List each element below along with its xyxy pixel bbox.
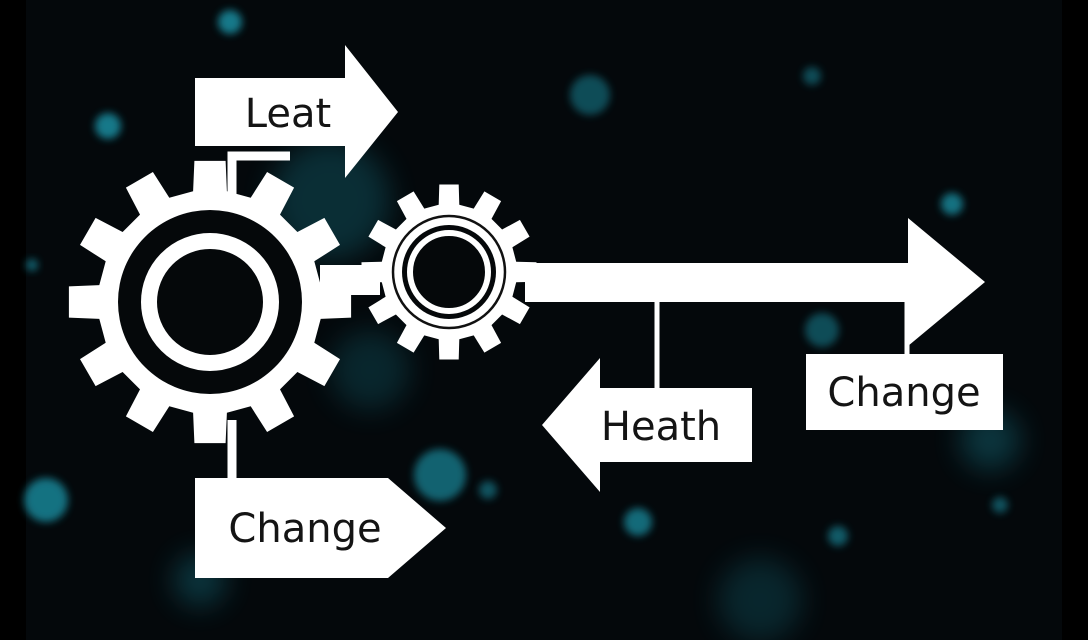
arrow-top: Leat xyxy=(195,45,398,178)
arrow-middle-shape xyxy=(542,358,752,492)
box-right: Change xyxy=(806,354,1003,430)
bokeh-dot xyxy=(414,449,466,501)
small-gear-hole xyxy=(402,225,496,319)
bokeh-dot xyxy=(805,313,839,347)
arrow-middle: Heath xyxy=(542,358,752,492)
arrow-top-shape xyxy=(195,45,398,178)
large-gear-ring xyxy=(141,233,279,371)
bokeh-dot xyxy=(479,481,497,499)
arrow-bottom-label: Change xyxy=(228,506,381,552)
bokeh-dot xyxy=(330,330,410,410)
bokeh-dot xyxy=(941,193,963,215)
bokeh-dot xyxy=(624,508,652,536)
arrow-bottom-shape xyxy=(195,478,446,578)
bokeh-dot xyxy=(218,10,242,34)
bokeh-dot xyxy=(270,140,390,260)
bokeh-dot xyxy=(803,67,821,85)
arrow-middle-label: Heath xyxy=(601,404,721,450)
bokeh-dot xyxy=(718,558,802,640)
small-gear-icon xyxy=(361,184,537,360)
small-gear-inner-ring xyxy=(407,230,491,314)
letterbox-left xyxy=(0,0,26,640)
bokeh-dot xyxy=(26,259,38,271)
box-right-label: Change xyxy=(827,370,980,416)
box-right-shape xyxy=(806,354,1003,430)
arrow-main xyxy=(525,218,985,346)
large-gear-icon xyxy=(68,160,352,444)
bokeh-dot xyxy=(570,75,610,115)
arrow-bottom: Change xyxy=(195,478,446,578)
bokeh-dot xyxy=(992,497,1008,513)
small-gear-outer-ring xyxy=(391,214,507,330)
bokeh-dot xyxy=(828,526,848,546)
connector-top xyxy=(227,151,290,200)
bokeh-dot xyxy=(95,113,121,139)
bokeh-dot xyxy=(24,478,68,522)
arrow-top-label: Leat xyxy=(245,91,331,137)
letterbox-right xyxy=(1062,0,1088,640)
